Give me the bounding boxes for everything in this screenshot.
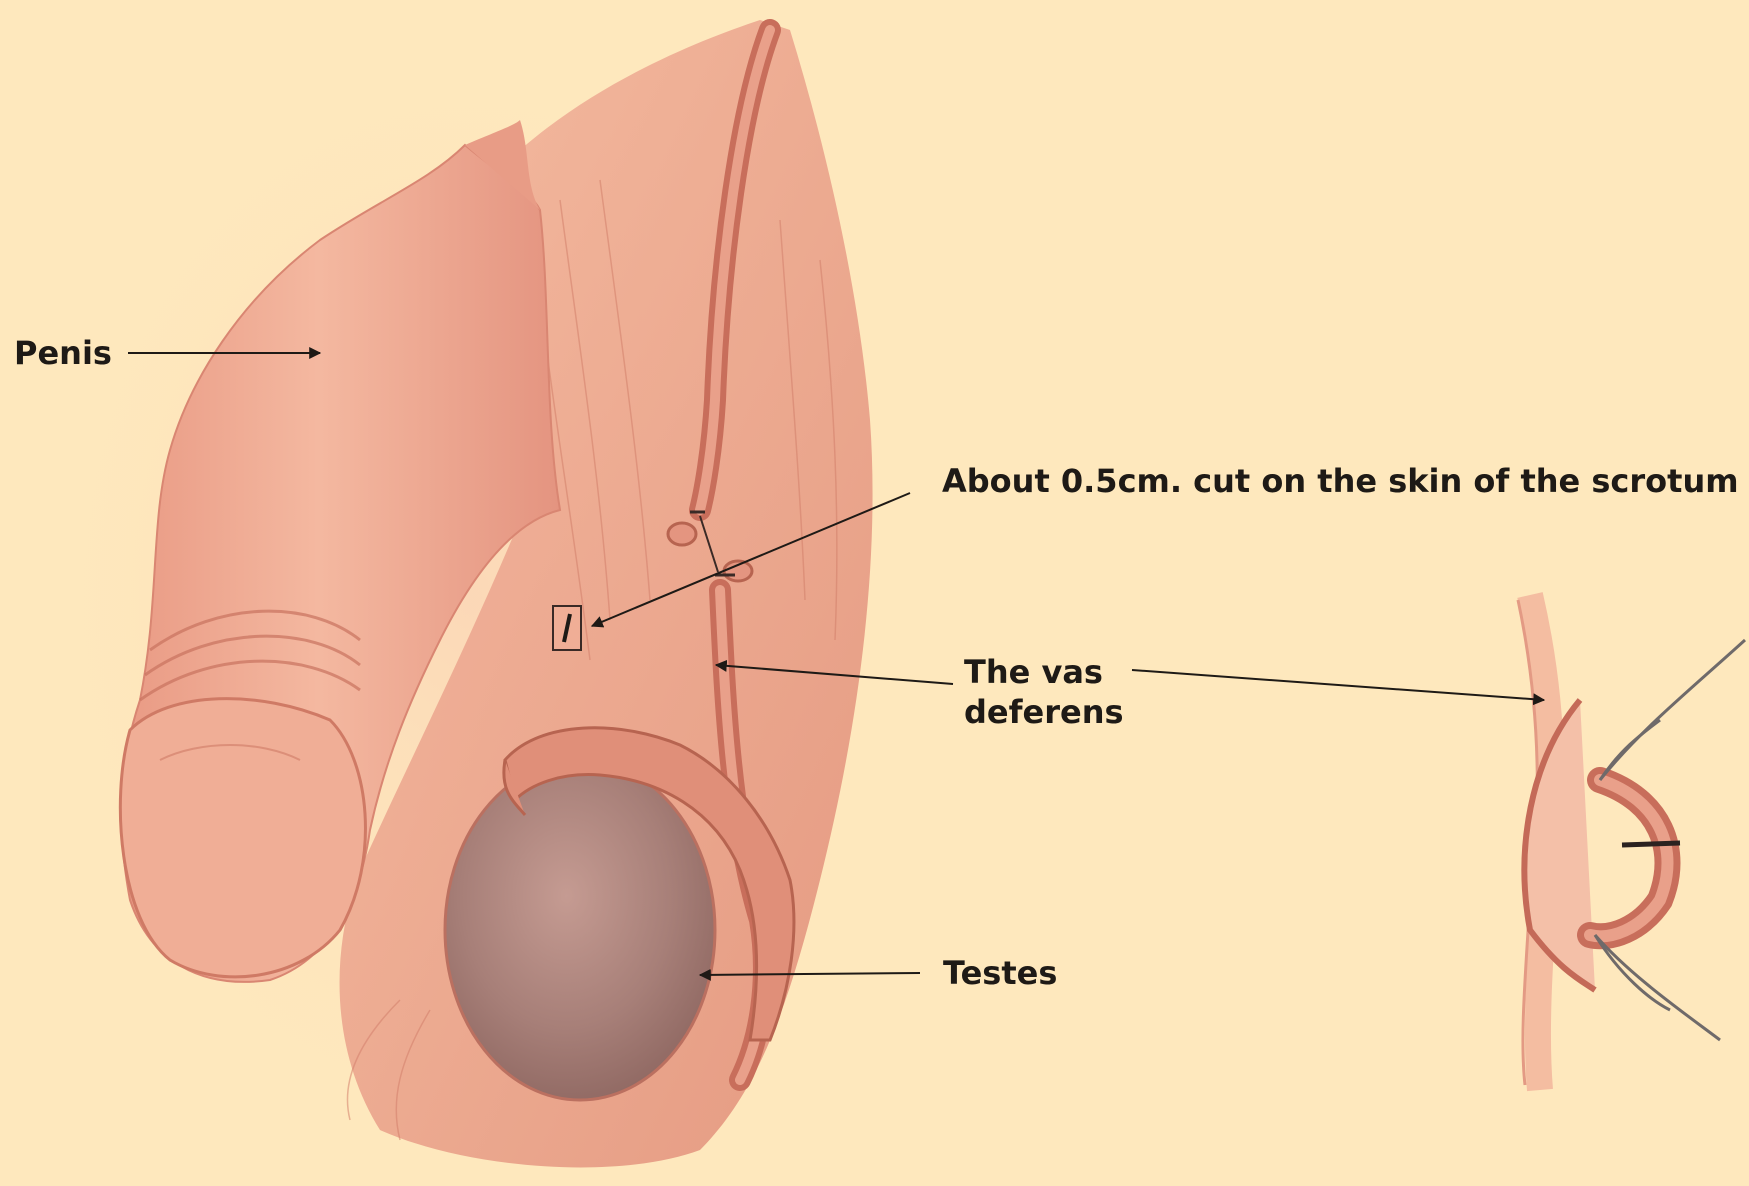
vas-deferens-label-line-1: The vas [964, 652, 1124, 692]
vas-arrow-right [1132, 670, 1544, 700]
testes-label: Testes [943, 953, 1057, 993]
vas-deferens-label: The vas deferens [964, 652, 1124, 732]
vas-ligation-inset [1518, 595, 1745, 1090]
incision-label: About 0.5cm. cut on the skin of the scro… [942, 461, 1739, 501]
vas-deferens-label-line-2: deferens [964, 692, 1124, 732]
penis-label: Penis [14, 333, 112, 373]
incision-marker [553, 606, 581, 650]
